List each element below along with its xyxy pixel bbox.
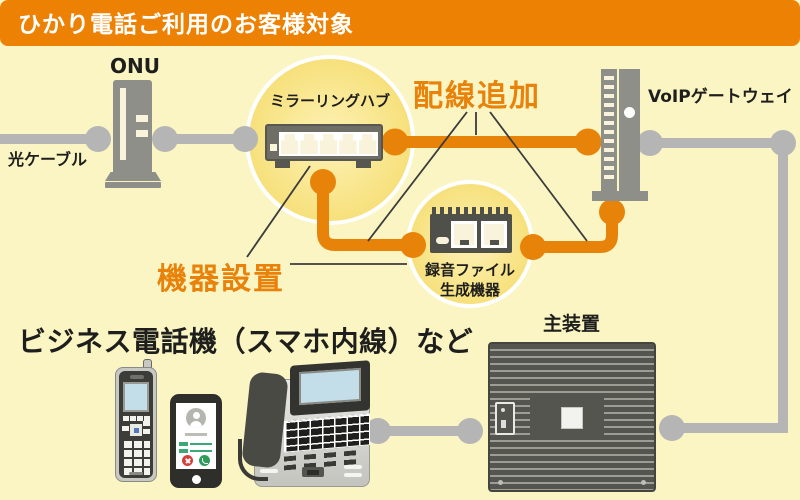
- onu-front-stripe: [120, 88, 126, 160]
- call-info-tag: [179, 449, 188, 453]
- desk-phone-detail: [344, 465, 362, 469]
- mirroring-hub-label: ミラーリングハブ: [269, 92, 390, 110]
- screw: [641, 480, 646, 485]
- caller-avatar-icon: [186, 408, 206, 428]
- gray-cable-gateway-mainunit: [650, 138, 788, 433]
- call-info-line: [190, 443, 212, 445]
- cordless-mic-slot: [129, 472, 143, 475]
- cordless-key: [143, 421, 150, 426]
- smartphone-screen: [176, 403, 216, 469]
- recorder-port: [481, 221, 507, 248]
- desk-phone-detail: [344, 473, 362, 477]
- onu-label: ONU: [110, 54, 160, 78]
- hub-port: [319, 134, 338, 154]
- desk-phone-screen: [299, 367, 361, 406]
- call-info-line: [190, 450, 212, 452]
- cordless-phone-face: [119, 371, 153, 478]
- desk-phone-center-slot: [302, 467, 324, 477]
- main-unit-label: 主装置: [543, 313, 601, 335]
- wiring-add-annotation: 配線追加: [413, 79, 541, 114]
- screw: [498, 480, 503, 485]
- onu-device: [113, 80, 152, 172]
- onu-stand-foot: [105, 182, 161, 188]
- recorder-led: [436, 237, 449, 244]
- gateway-left-column: [601, 69, 617, 191]
- cordless-keypad: [122, 439, 150, 476]
- cordless-screen: [123, 382, 149, 412]
- decline-call-icon: [182, 455, 193, 466]
- smartphone: [170, 394, 222, 488]
- hub-foot: [356, 159, 371, 168]
- desk-phone-cord: [238, 439, 268, 481]
- main-unit-label-plate: [495, 402, 515, 435]
- hub-port-row: [279, 132, 378, 156]
- device-install-annotation: 機器設置: [157, 262, 285, 297]
- optical-cable-label: 光ケーブル: [8, 150, 88, 169]
- desk-phone: [238, 360, 372, 487]
- recorder-label: 録音ファイル 生成機器: [408, 260, 532, 300]
- hub-led: [270, 144, 277, 151]
- cordless-speaker: [130, 375, 144, 379]
- voip-gateway-label: VoIPゲートウェイ: [648, 87, 793, 107]
- desk-phone-detail: [260, 469, 278, 473]
- orange-cable-recorder-gateway: [533, 212, 618, 253]
- gateway-device: [619, 69, 640, 191]
- recorder-label-line1: 録音ファイル: [424, 261, 515, 279]
- cordless-nav-button: [130, 424, 142, 436]
- hub-port: [358, 134, 377, 154]
- hub-port: [300, 134, 318, 154]
- banner-title: ひかり電話ご利用のお客様対象: [0, 0, 800, 46]
- gateway-button: [624, 107, 635, 118]
- hub-foot: [275, 159, 290, 168]
- hub-port: [281, 134, 299, 154]
- hub-port: [339, 134, 357, 154]
- cordless-key: [143, 429, 150, 434]
- gateway-stand: [592, 191, 648, 201]
- cordless-softkeys: [122, 416, 150, 421]
- onu-stand: [105, 172, 161, 181]
- cordless-key: [122, 426, 129, 431]
- mirroring-hub-device: [265, 124, 383, 168]
- call-info-tag: [179, 442, 188, 446]
- cordless-phone: [115, 367, 157, 482]
- caller-number-text: [185, 433, 207, 436]
- smartphone-home-button: [191, 475, 201, 484]
- desk-phone-display: [290, 360, 370, 416]
- business-phones-label: ビジネス電話機（スマホ内線）など: [18, 325, 474, 358]
- gateway-vents: [604, 76, 614, 184]
- accept-call-icon: [199, 455, 210, 466]
- recorder-device: [430, 207, 512, 253]
- recorder-label-line2: 生成機器: [439, 281, 500, 299]
- onu-led: [136, 130, 148, 137]
- recorder-port: [451, 221, 477, 248]
- main-unit-device: [488, 342, 656, 492]
- recorder-heatsink: [432, 207, 510, 214]
- main-unit-logo-square: [561, 407, 583, 429]
- onu-led: [136, 115, 148, 122]
